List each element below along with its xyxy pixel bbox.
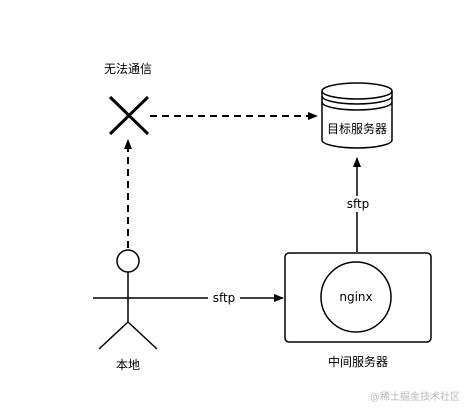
- sftp-vertical-label: sftp: [347, 197, 370, 211]
- watermark: @稀土掘金技术社区: [370, 390, 460, 403]
- sftp-horizontal-label: sftp: [213, 291, 236, 305]
- blocked-label: 无法通信: [104, 62, 152, 76]
- nginx-circle: [320, 261, 392, 333]
- middle-server-label: 中间服务器: [328, 354, 388, 369]
- sftp-vertical-label-bg: [342, 196, 374, 212]
- target-server-database-icon: [321, 82, 393, 149]
- target-server-label: 目标服务器: [327, 121, 387, 136]
- nginx-label: nginx: [339, 290, 372, 304]
- sftp-horizontal-label-bg: [208, 290, 240, 306]
- local-label: 本地: [116, 358, 140, 372]
- local-stick-figure-icon: [93, 249, 163, 350]
- blocked-cross-icon: [108, 95, 150, 136]
